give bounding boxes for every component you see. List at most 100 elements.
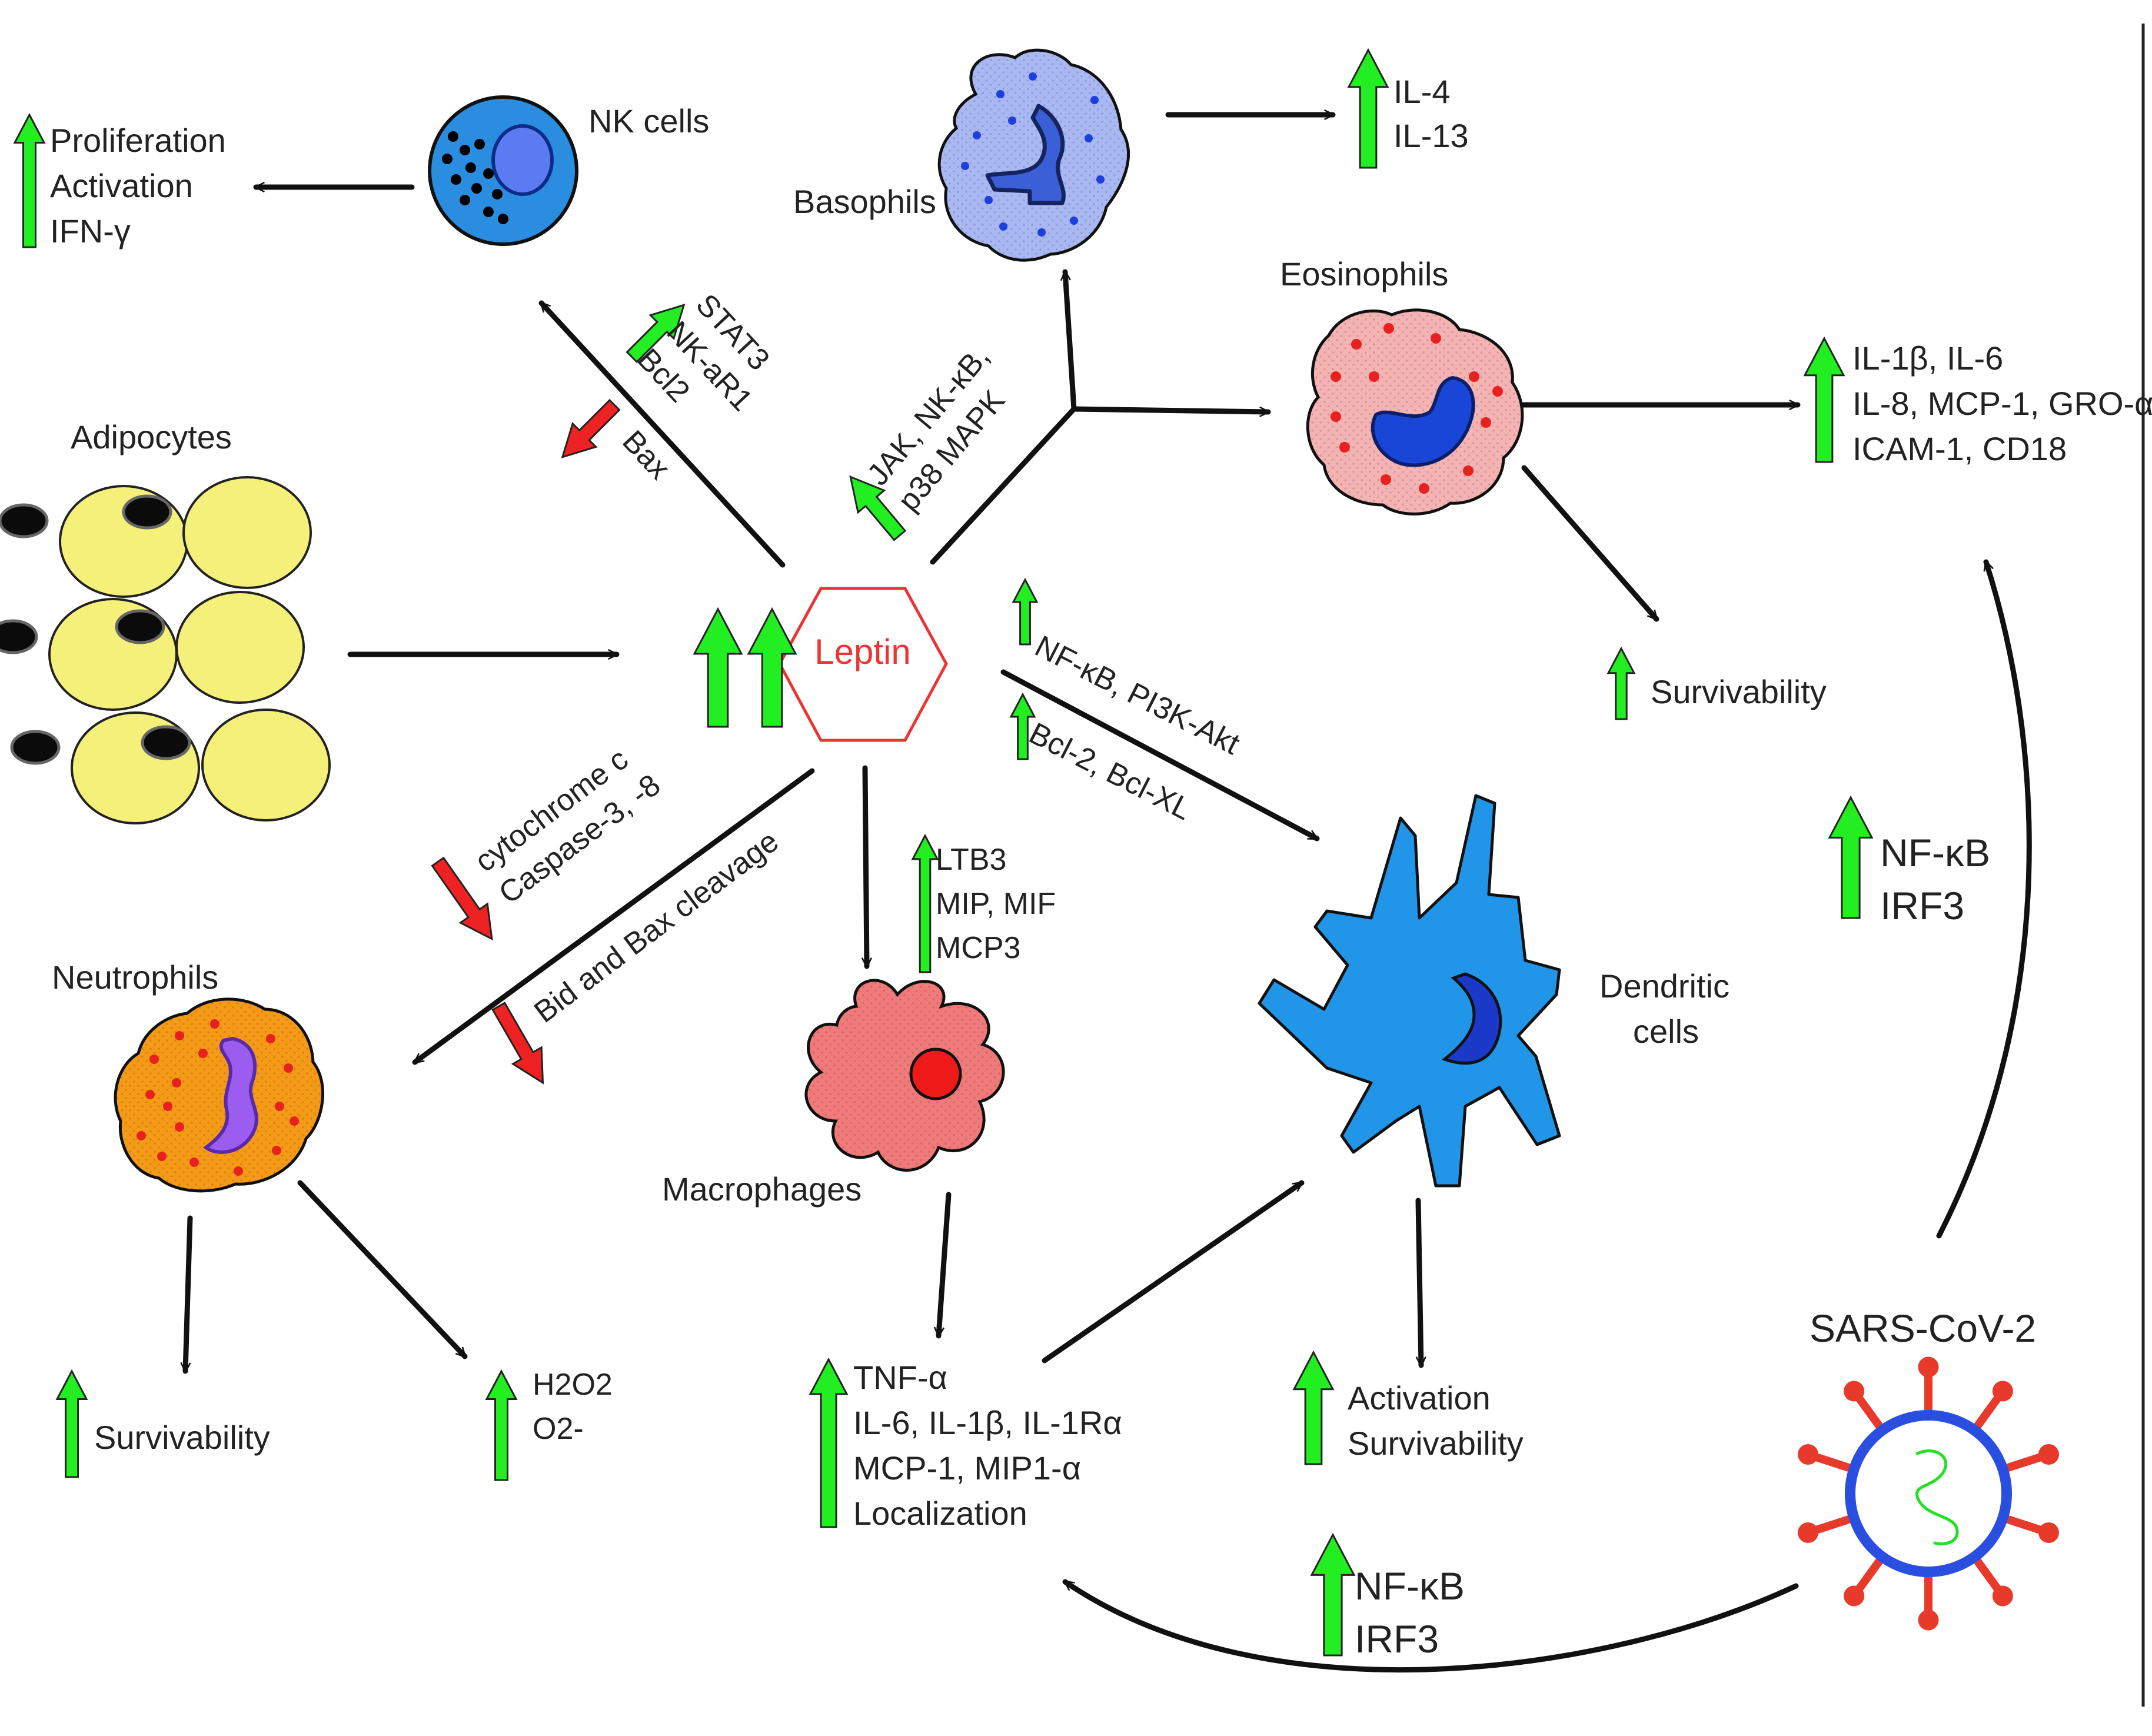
eosinophil-granule [1419,483,1429,494]
basophil-texture [939,50,1129,261]
basophil-granule [1037,228,1046,237]
neutrophils-label: Neutrophils [52,959,218,996]
nk-cell-nucleus [491,124,554,196]
arrow-junction-to-eosinophils [1071,406,1271,417]
basophil-outcome-line: IL-13 [1393,117,1469,154]
basophil-granule [1096,175,1105,184]
arrow-leptin-to-neutrophils [412,768,815,1065]
sars-right-line: NF-κB [1880,831,1990,874]
regulation-indicators [13,48,1874,1657]
basophil-granule [961,162,969,170]
arrow-neutrophil-to-ros [297,1180,468,1359]
neutrophil-granule [275,1102,284,1111]
arrow-leptin-to-dendritic [1000,669,1320,842]
basophil-granule [1008,117,1016,125]
neutrophil-texture [115,999,323,1191]
nk-cells-label: NK cells [588,102,709,139]
neutrophil-granule [210,1019,219,1029]
nk-granule [483,207,494,217]
neutrophil-granule [266,1034,275,1043]
down-arrow-icon [561,398,621,458]
virus-rna [1915,1449,1959,1545]
virus-spike-tip [1918,1356,1939,1378]
nk-granule [460,195,470,205]
eosinophil-granule [1492,386,1503,397]
virus-spike-tip [1798,1522,1819,1543]
eosinophil-outcome-line: ICAM-1, CD18 [1852,430,2067,467]
dendritic-outcome-line: Survivability [1348,1425,1524,1462]
up-arrow-icon [849,475,907,541]
nk-pathway-group: STAT3 NK-aR1 Bcl2 [631,288,776,418]
neutrophil-granule [198,1049,208,1058]
nk-granule [471,183,482,194]
neutrophil-granule [172,1078,181,1088]
up-arrow-icon [1828,795,1874,919]
dendritic-pathway-group-2: Bcl-2, Bcl-XL [1024,716,1197,827]
dendritic-pathway: Bcl-2, Bcl-XL [1024,716,1197,827]
macrophage-nucleus [909,1047,962,1100]
up-arrow-icon [1347,48,1389,169]
eosinophil-granule [1381,474,1391,485]
neutrophil-granule [163,1102,172,1111]
macrophage-icon [804,979,1005,1172]
neutrophil-granule [234,1166,243,1176]
sars-cov-2-label: SARS-CoV-2 [1810,1306,2036,1350]
virus-spike-tip [1992,1381,2013,1402]
dendritic-outcome-line: Activation [1348,1379,1491,1416]
nk-cell-icon [428,95,578,246]
macrophage-pathway-line: LTB3 [936,843,1006,877]
virus-spike-tip [1918,1609,1939,1631]
virus-spike-tip [1992,1585,2013,1607]
eosinophil-granule [1383,323,1394,334]
eosinophil-outcome-line: IL-1β, IL-6 [1852,340,2003,377]
arrow-eosinophil-to-survival [1521,465,1659,622]
adipocyte-nucleus [0,503,49,538]
dendritic-label-line2: cells [1633,1013,1699,1050]
neutrophil-granule [145,1090,155,1099]
neutrophil-survivability: Survivability [94,1419,270,1456]
eosinophil-nucleus [1371,375,1475,467]
neutrophil-ros-line: H2O2 [533,1368,613,1402]
neutrophil-granule [290,1116,299,1126]
nk-granule [465,162,476,173]
nk-outcome-line: IFN-γ [50,212,131,250]
virus-envelope [1845,1410,2012,1577]
basophil-granules [961,72,1105,237]
eosinophil-granule [1351,339,1362,350]
virus-spike-tip [2038,1522,2059,1543]
virus-spikes [1798,1356,2059,1631]
neutrophil-granules [137,1019,299,1176]
up-arrow-icon [626,304,686,364]
arrow-neutrophil-to-survival [180,1215,193,1374]
arrow-leptin-to-nk [538,300,786,568]
up-arrow-icon [911,833,939,973]
neutrophil-ros-line: O2- [533,1412,584,1446]
macrophage-outcome-line: IL-6, IL-1β, IL-1Rα [853,1404,1122,1441]
adipocytes-label: Adipocytes [71,418,232,455]
macrophages-label: Macrophages [662,1170,862,1208]
eosinophils-label: Eosinophils [1280,255,1448,292]
basophil-granule [1090,96,1099,104]
nk-outcome-line: Proliferation [50,122,226,159]
virus-spike-tip [1844,1585,1865,1607]
up-arrow-icon [1803,336,1845,463]
macrophage-outcome-line: Localization [853,1495,1027,1532]
leptin-label: Leptin [814,632,910,671]
macrophage-outcome-line: MCP-1, MIP1-α [853,1449,1081,1486]
sars-cov-2-virus-icon [1798,1356,2059,1631]
adipocyte-cell [182,476,312,589]
arrow-macrophage-outcomes-to-dendritic [1042,1180,1305,1363]
basophil-granule [973,131,981,139]
adipocyte-nucleus [0,619,38,654]
up-arrow-icon [485,1369,518,1481]
adipocytes-icon [0,476,331,824]
eosinophil-icon [1306,308,1524,516]
adipocyte-nucleus [141,725,191,760]
macrophage-texture [806,980,1004,1170]
sars-bottom-line: NF-κB [1355,1564,1465,1608]
up-arrow-icon [693,607,743,728]
adipocyte-nucleus [122,494,172,530]
neutrophil-pathway-group-1: cytochrome c Caspase-3, -8 [468,742,667,911]
